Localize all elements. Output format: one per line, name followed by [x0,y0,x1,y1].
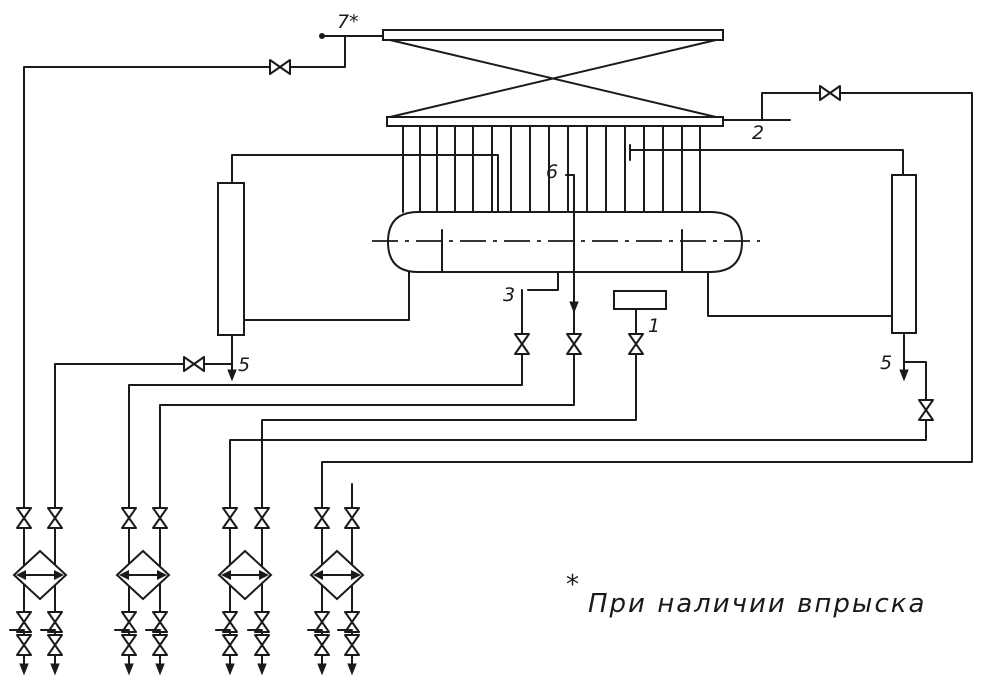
valve-1 [628,333,644,355]
line-3 [128,271,559,511]
label-7: 7* [337,11,359,33]
label-2: 2 [752,122,764,144]
lower-drum [372,211,760,273]
cooler-group-3 [215,507,272,675]
valve-3 [514,333,530,355]
valve-5-right [918,399,934,421]
footnote-text: При наличии впрыска [588,589,926,619]
valve-6 [566,333,582,355]
label-6: 6 [546,161,558,183]
tube-bank [402,125,701,213]
label-1: 1 [648,315,660,337]
line-7 [23,33,384,511]
label-3: 3 [503,284,515,306]
cooler-group-4 [307,483,364,675]
line-1 [261,290,667,511]
footnote-star: * [566,570,581,600]
right-separator [229,174,927,511]
line-5-left [54,356,233,511]
left-separator [217,182,410,381]
cooler-group-1 [9,507,67,675]
line-6 [159,304,575,511]
top-header [382,29,724,127]
internal-pipes [231,144,904,313]
label-5-left: 5 [238,354,250,376]
label-5-right: 5 [880,352,892,374]
cooler-group-2 [114,507,170,675]
line-2 [321,85,973,511]
